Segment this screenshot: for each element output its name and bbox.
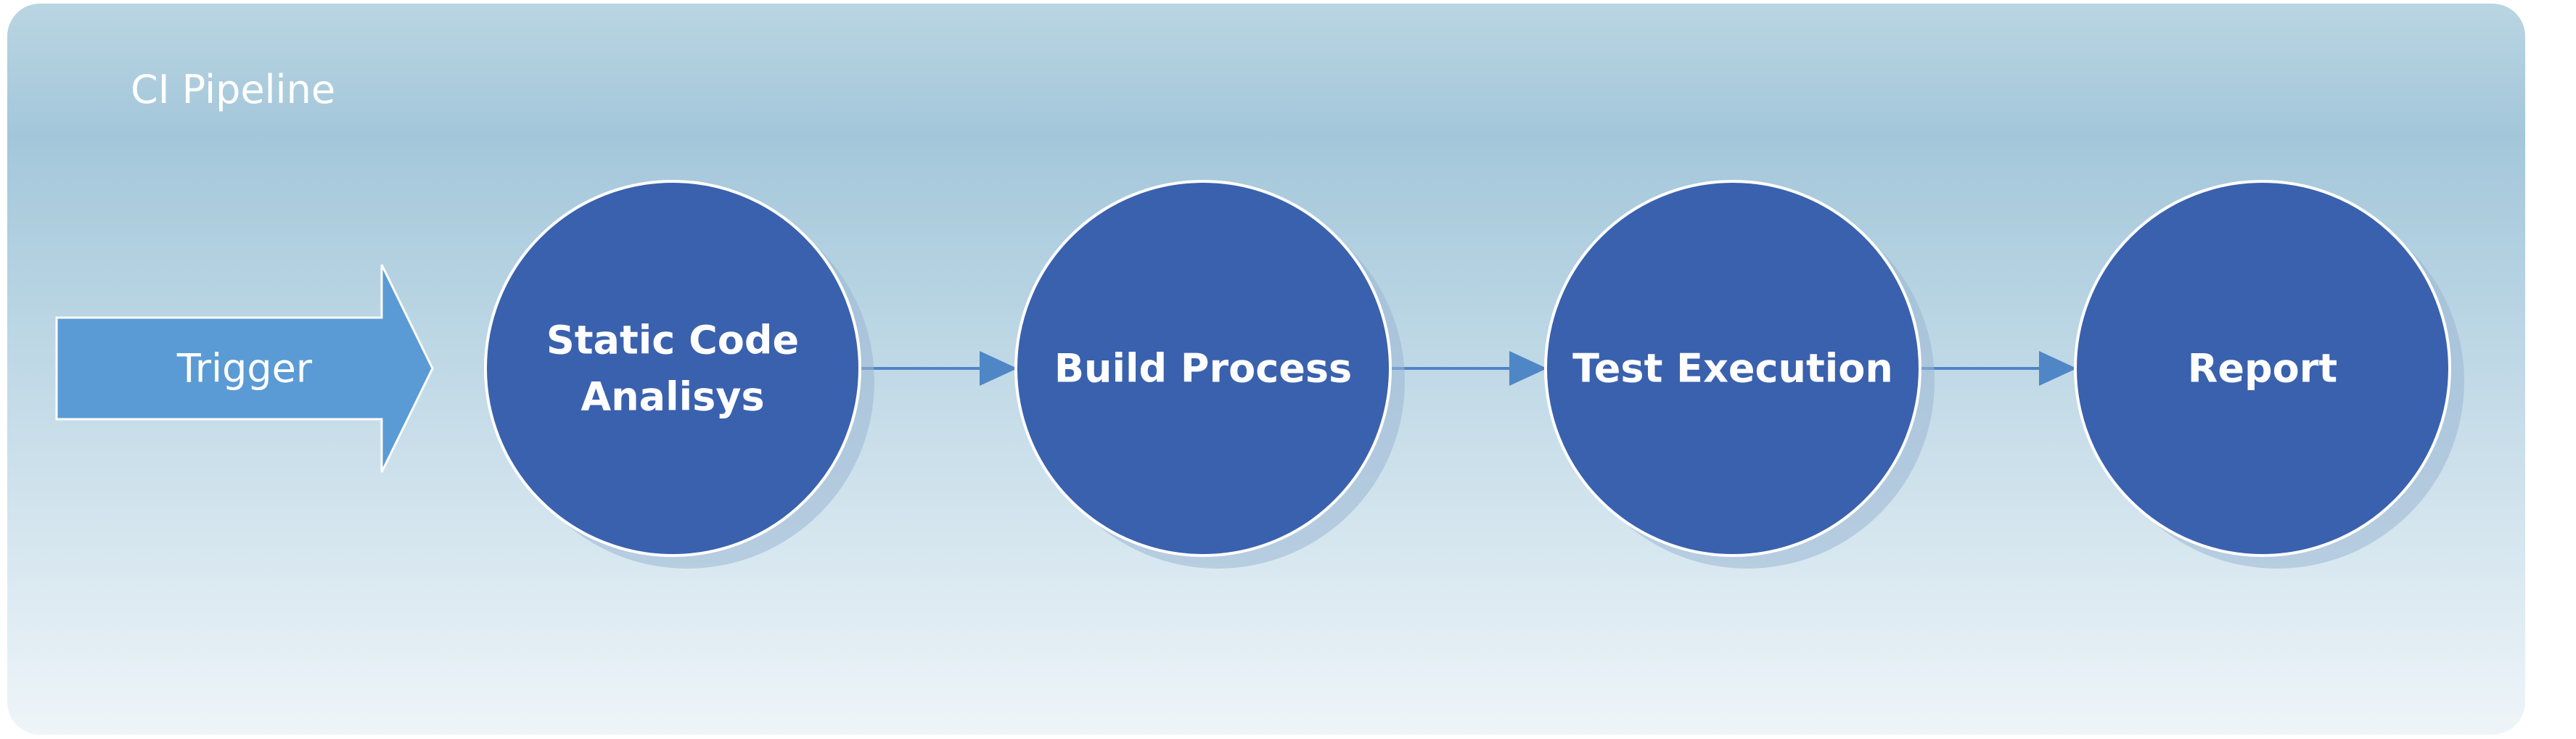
stage-circle: [2074, 180, 2451, 557]
connector-arrow: [860, 351, 1017, 386]
stage-circle: [1014, 180, 1392, 557]
trigger-arrow: Trigger: [55, 264, 434, 473]
pipeline-title: CI Pipeline: [131, 67, 335, 112]
stage-label: Test Execution: [1572, 346, 1893, 392]
stage-build-process: Build Process: [1014, 180, 1405, 569]
stage-label: Analisys: [581, 374, 764, 420]
stage-test-execution: Test Execution: [1544, 180, 1935, 569]
stage-label: Static Code: [546, 318, 799, 363]
connector-arrowhead: [980, 351, 1017, 386]
connector-arrowhead: [1509, 351, 1547, 386]
stage-circle: [1544, 180, 1921, 557]
stage-label: Build Process: [1054, 346, 1352, 392]
stage-report: Report: [2074, 180, 2464, 569]
connectors: [860, 351, 2077, 386]
trigger-arrow-shape: [55, 264, 434, 473]
stage-label: Report: [2188, 346, 2337, 392]
trigger-label: Trigger: [176, 346, 313, 392]
connector-arrow: [1390, 351, 1547, 386]
connector-arrow: [1920, 351, 2077, 386]
stage-circle: [484, 180, 861, 557]
connector-arrowhead: [2039, 351, 2077, 386]
